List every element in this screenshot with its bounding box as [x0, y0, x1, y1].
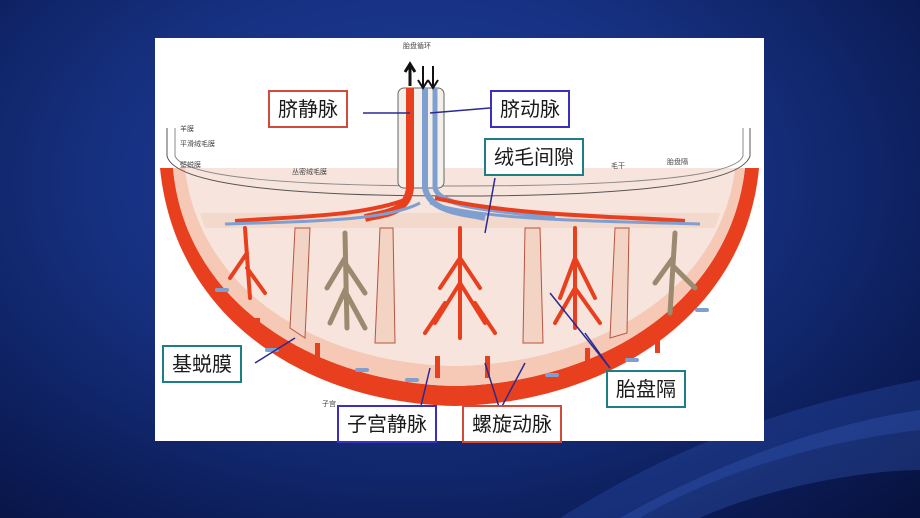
label-intervillous-space: 绒毛间隙 [484, 138, 584, 176]
small-label-placental-circulation: 胎盘循环 [403, 42, 431, 50]
label-placental-septum: 胎盘隔 [606, 370, 686, 408]
small-label-decidua-capsularis: 壁蜕膜 [180, 161, 201, 169]
placenta-illustration [160, 61, 759, 411]
placenta-diagram: 胎盘循环 羊膜 平滑绒毛膜 壁蜕膜 丛密绒毛膜 毛干 胎盘隔 子宫 [155, 38, 764, 441]
small-label-uterine: 子宫 [322, 400, 336, 408]
small-label-chorion-frondosum: 丛密绒毛膜 [292, 168, 327, 176]
label-spiral-artery: 螺旋动脉 [462, 405, 562, 443]
label-decidua-basalis: 基蜕膜 [162, 345, 242, 383]
label-umbilical-artery: 脐动脉 [490, 90, 570, 128]
label-umbilical-vein: 脐静脉 [268, 90, 348, 128]
small-label-stem-villus: 毛干 [611, 162, 625, 170]
small-label-placental-septum: 胎盘隔 [667, 158, 688, 166]
small-label-amnion: 羊膜 [180, 125, 194, 133]
label-uterine-vein: 子宫静脉 [337, 405, 437, 443]
small-label-smooth-chorion: 平滑绒毛膜 [180, 140, 215, 148]
